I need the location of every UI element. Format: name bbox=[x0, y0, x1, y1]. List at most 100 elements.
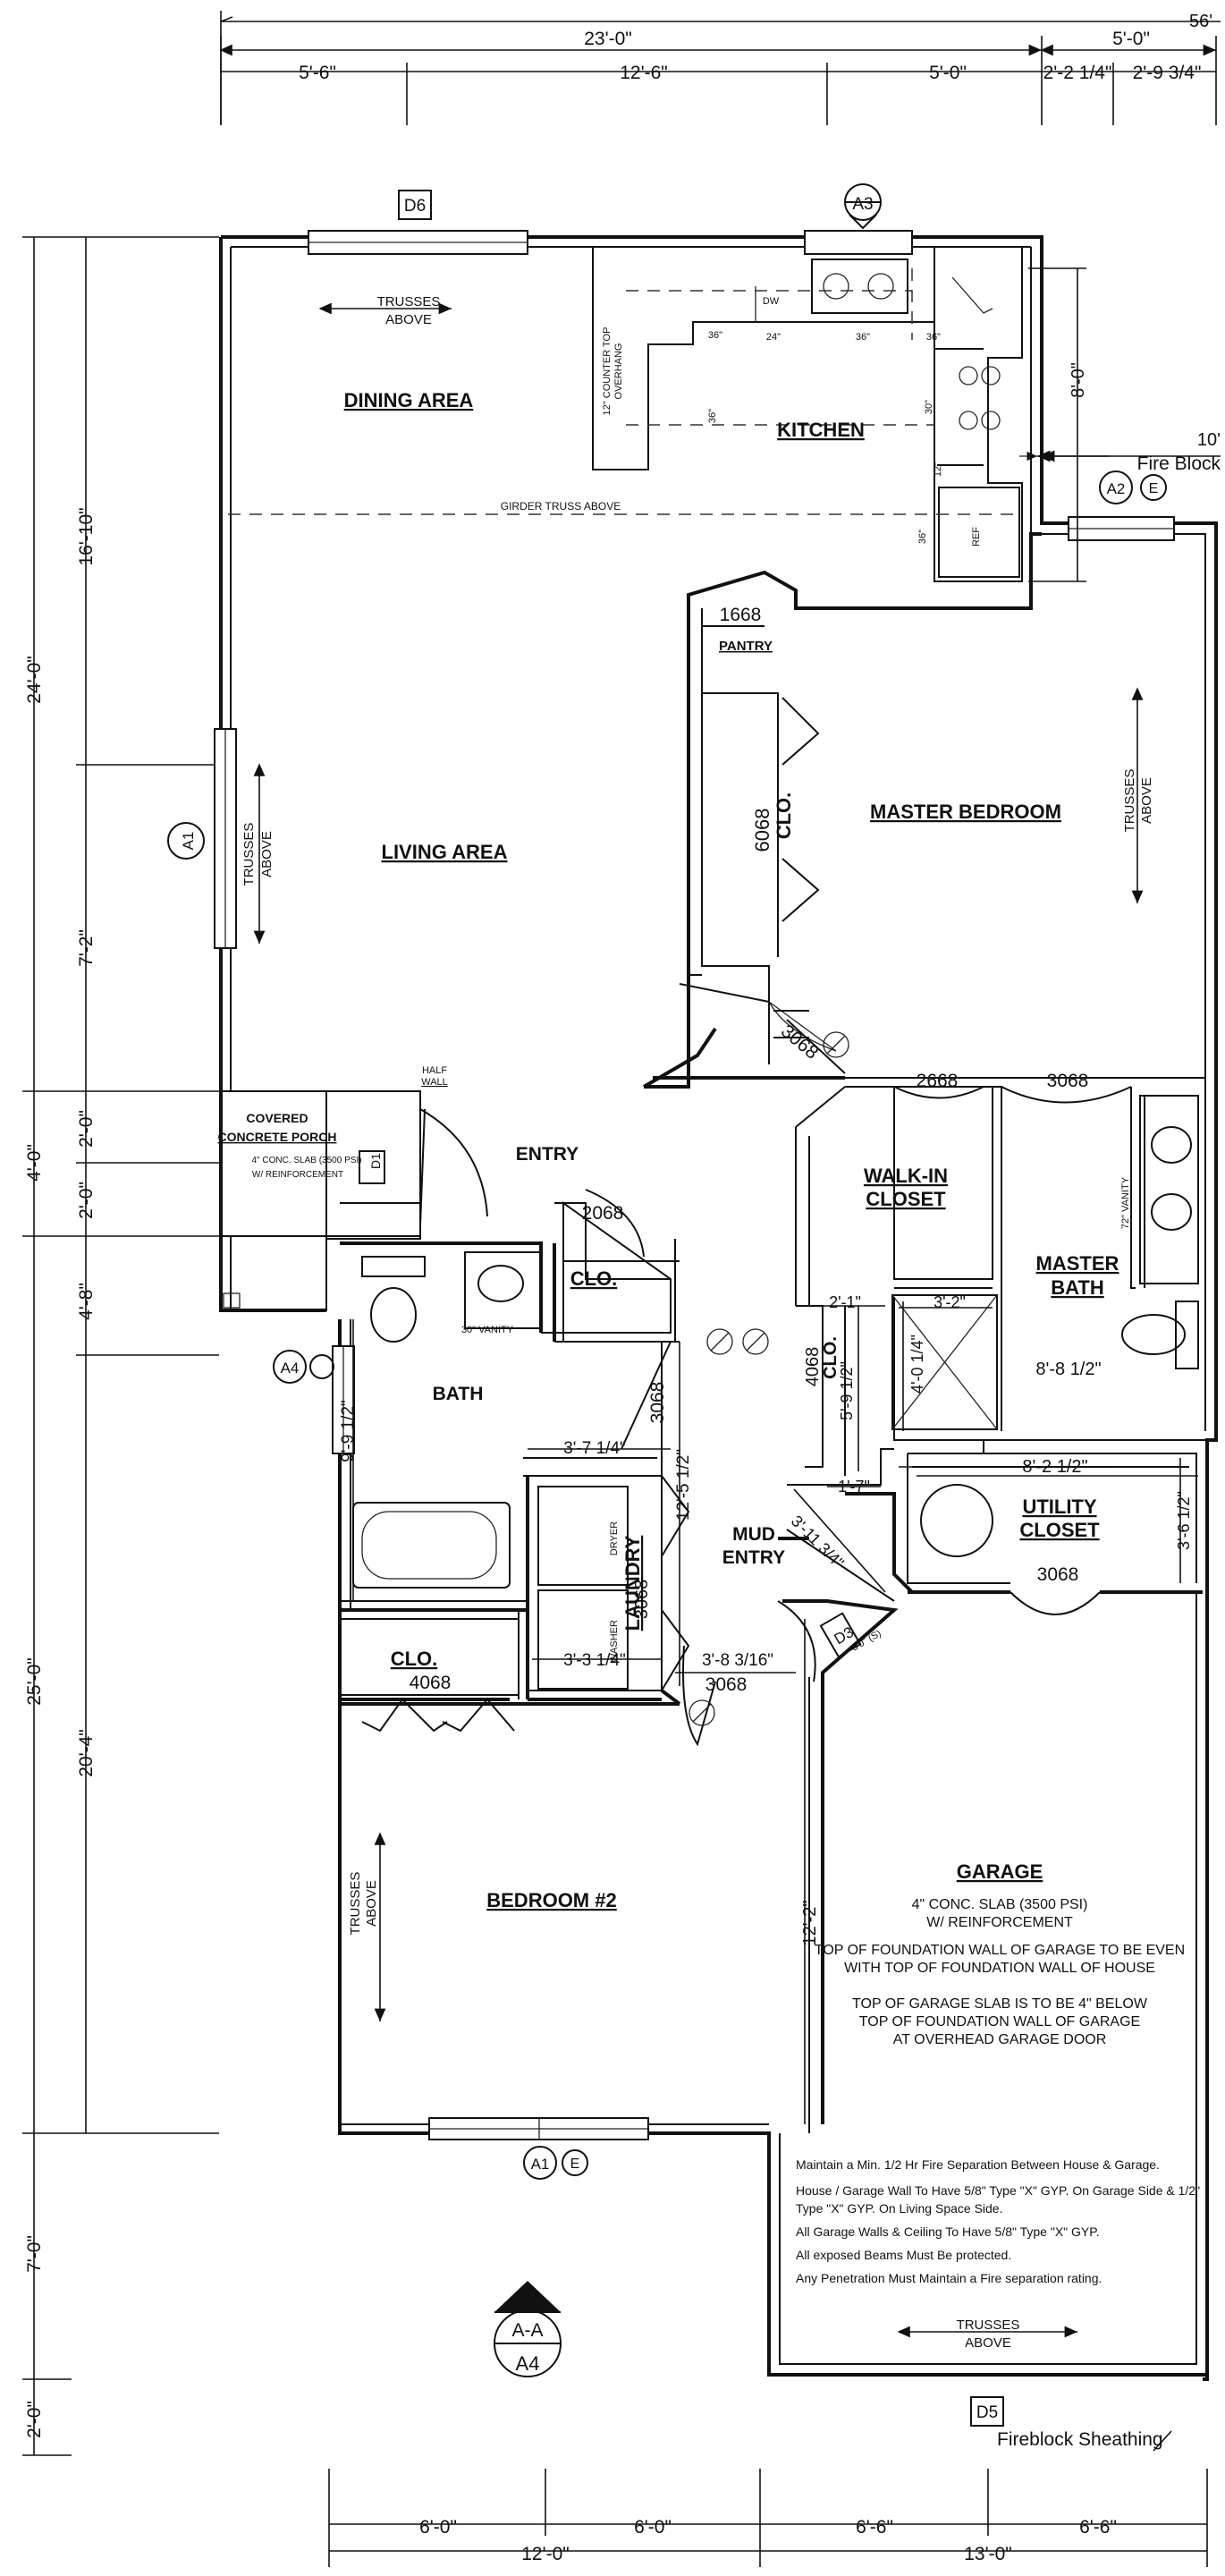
tag-d6: D6 bbox=[404, 197, 426, 216]
room-kitchen: KITCHEN bbox=[777, 419, 865, 441]
room-entry: ENTRY bbox=[516, 1144, 579, 1165]
k36e: 36" bbox=[917, 530, 928, 544]
k36a: 36" bbox=[708, 330, 722, 341]
door-numbers: 1668 6068 3068 2668 3068 2068 4068 3068 … bbox=[410, 605, 1089, 1695]
trusses-master-2: ABOVE bbox=[1139, 777, 1154, 824]
dim-kit-8: 8'-0" bbox=[1069, 362, 1088, 398]
dim-2-2: 2'-2 1/4" bbox=[1043, 63, 1112, 83]
dim-25-0: 25'-0" bbox=[24, 1657, 45, 1706]
tag-a4: A4 bbox=[281, 1360, 300, 1377]
top-dimensions: 56' 23'-0" 5'-0" 5'-6" 12'-6" 5'-0" 2'-2… bbox=[219, 11, 1221, 125]
porch-label-1: COVERED bbox=[246, 1111, 308, 1125]
tag-d1: D1 bbox=[368, 1153, 383, 1169]
water-heater bbox=[920, 1484, 993, 1557]
section-a-a: A-A bbox=[511, 2320, 543, 2341]
porch-label-2: CONCRETE PORCH bbox=[217, 1130, 336, 1144]
room-master-bath-1: MASTER bbox=[1036, 1252, 1119, 1275]
counter-1: 12" COUNTER TOP bbox=[602, 327, 612, 416]
garage-note-0: 4" CONC. SLAB (3500 PSI) bbox=[912, 1897, 1088, 1912]
fire-note-4: All exposed Beams Must Be protected. bbox=[796, 2248, 1011, 2262]
dim-sh-h: 4'-0 1/4" bbox=[908, 1335, 926, 1394]
fire-note-0: Maintain a Min. 1/2 Hr Fire Separation B… bbox=[796, 2157, 1160, 2172]
porch bbox=[220, 1091, 385, 1311]
room-walkin-1: WALK-IN bbox=[864, 1165, 948, 1187]
bottom-dimensions: 6'-0" 6'-0" 6'-6" 6'-6" 12'-0" 13'-0" bbox=[328, 2469, 1208, 2567]
dim-gar-h: 12'-2" bbox=[800, 1901, 820, 1946]
girder-label: GIRDER TRUSS ABOVE bbox=[501, 500, 621, 513]
door-swings bbox=[361, 697, 1132, 1747]
garage-note-5: TOP OF FOUNDATION WALL OF GARAGE bbox=[859, 2014, 1140, 2029]
fire-notes: Maintain a Min. 1/2 Hr Fire Separation B… bbox=[796, 2157, 1200, 2285]
door-3068-mud: 3068 bbox=[705, 1674, 748, 1695]
dw-label: DW bbox=[763, 296, 780, 307]
door-3068-laundry: 3068 bbox=[632, 1580, 652, 1620]
windows bbox=[214, 230, 1175, 2140]
dim-2-0a: 2'-0" bbox=[76, 1110, 97, 1148]
trusses-garage-2: ABOVE bbox=[965, 2335, 1011, 2351]
room-clo-master: CLO. bbox=[773, 792, 795, 840]
dim-23-0: 23'-0" bbox=[584, 29, 632, 49]
door-3068-bath: 3068 bbox=[1047, 1071, 1089, 1091]
tag-a1: A1 bbox=[531, 2156, 550, 2173]
door-3068-utility: 3068 bbox=[1037, 1564, 1079, 1585]
garage-note-1: W/ REINFORCEMENT bbox=[926, 1915, 1073, 1930]
tag-a1-side: A1 bbox=[180, 832, 197, 851]
dim-mb-w: 8'-8 1/2" bbox=[1035, 1360, 1101, 1379]
room-garage: GARAGE bbox=[957, 1860, 1043, 1883]
dim-mud-w: 3'-8 3/16" bbox=[702, 1651, 773, 1670]
k12: 12" bbox=[933, 462, 943, 477]
dim-2-0b: 2'-0" bbox=[76, 1182, 97, 1219]
dim-7-2: 7'-2" bbox=[76, 929, 97, 967]
dim-4-0: 4'-0" bbox=[24, 1144, 45, 1182]
porch-label-4: W/ REINFORCEMENT bbox=[252, 1170, 343, 1180]
dim-bath-w: 3'-7 1/4" bbox=[563, 1439, 626, 1458]
tag-a3: A3 bbox=[852, 195, 873, 214]
dim-ld-w: 3'-3 1/4" bbox=[563, 1651, 626, 1670]
room-clo-bath: CLO. bbox=[821, 1336, 841, 1379]
vanity-72: 72" VANITY bbox=[1120, 1176, 1131, 1229]
room-utility-1: UTILITY bbox=[1022, 1496, 1096, 1518]
tag-a2: A2 bbox=[1107, 480, 1126, 497]
trusses-dining-2: ABOVE bbox=[385, 312, 432, 327]
trusses-living-2: ABOVE bbox=[259, 831, 275, 877]
bathtub bbox=[352, 1502, 511, 1589]
dim-mud-d: 3'-11 3/4" bbox=[788, 1512, 848, 1572]
room-laundry: LAUNDRY bbox=[621, 1535, 644, 1631]
k30: 30" bbox=[924, 400, 934, 414]
dim-6-0a: 6'-0" bbox=[419, 2517, 457, 2538]
room-bath: BATH bbox=[433, 1384, 484, 1404]
room-master-bath-2: BATH bbox=[1051, 1276, 1103, 1299]
ref-label: REF bbox=[971, 527, 982, 547]
dim-ut-w: 8'-2 1/2" bbox=[1022, 1457, 1087, 1477]
fire-block-10: 10' bbox=[1197, 430, 1221, 450]
dim-4-8: 4'-8" bbox=[76, 1283, 97, 1320]
k24: 24" bbox=[766, 332, 781, 343]
fire-note-5: Any Penetration Must Maintain a Fire sep… bbox=[796, 2271, 1102, 2285]
dim-bath-h: 9'-9 1/2" bbox=[339, 1400, 358, 1462]
room-walkin-2: CLOSET bbox=[866, 1188, 946, 1210]
dryer-label: DRYER bbox=[609, 1521, 620, 1555]
trusses-dining-1: TRUSSES bbox=[377, 294, 441, 309]
dim-5-0: 5'-0" bbox=[1112, 29, 1150, 49]
exterior-walls bbox=[219, 235, 1218, 2381]
room-living: LIVING AREA bbox=[382, 841, 508, 863]
dim-20-4: 20'-4" bbox=[76, 1729, 97, 1777]
room-mud-2: ENTRY bbox=[722, 1547, 785, 1568]
trusses-bed2-1: TRUSSES bbox=[348, 1872, 363, 1936]
half-wall-1: HALF bbox=[422, 1065, 447, 1076]
door-6068: 6068 bbox=[751, 809, 773, 852]
dim-ut-h: 3'-6 1/2" bbox=[1175, 1491, 1193, 1550]
door-4068-bed2: 4068 bbox=[410, 1673, 452, 1693]
door-1668: 1668 bbox=[720, 605, 762, 625]
trusses-garage-1: TRUSSES bbox=[957, 2318, 1020, 2333]
trusses-living-1: TRUSSES bbox=[241, 823, 257, 886]
garage-notes: 4" CONC. SLAB (3500 PSI) W/ REINFORCEMEN… bbox=[815, 1897, 1185, 2047]
garage-note-2: TOP OF FOUNDATION WALL OF GARAGE TO BE E… bbox=[815, 1943, 1185, 1958]
interior-walls bbox=[326, 532, 1205, 2133]
dim-2-0c: 2'-0" bbox=[24, 2401, 45, 2438]
fire-callouts: 10' Fire Block Fireblock Sheathing bbox=[997, 430, 1221, 2452]
tag-e-bottom: E bbox=[570, 2157, 580, 2172]
dim-cl-b: 1'-7" bbox=[838, 1478, 870, 1496]
fireblock-sheathing-label: Fireblock Sheathing bbox=[997, 2429, 1163, 2450]
dim-6-6b: 6'-6" bbox=[1079, 2517, 1117, 2538]
